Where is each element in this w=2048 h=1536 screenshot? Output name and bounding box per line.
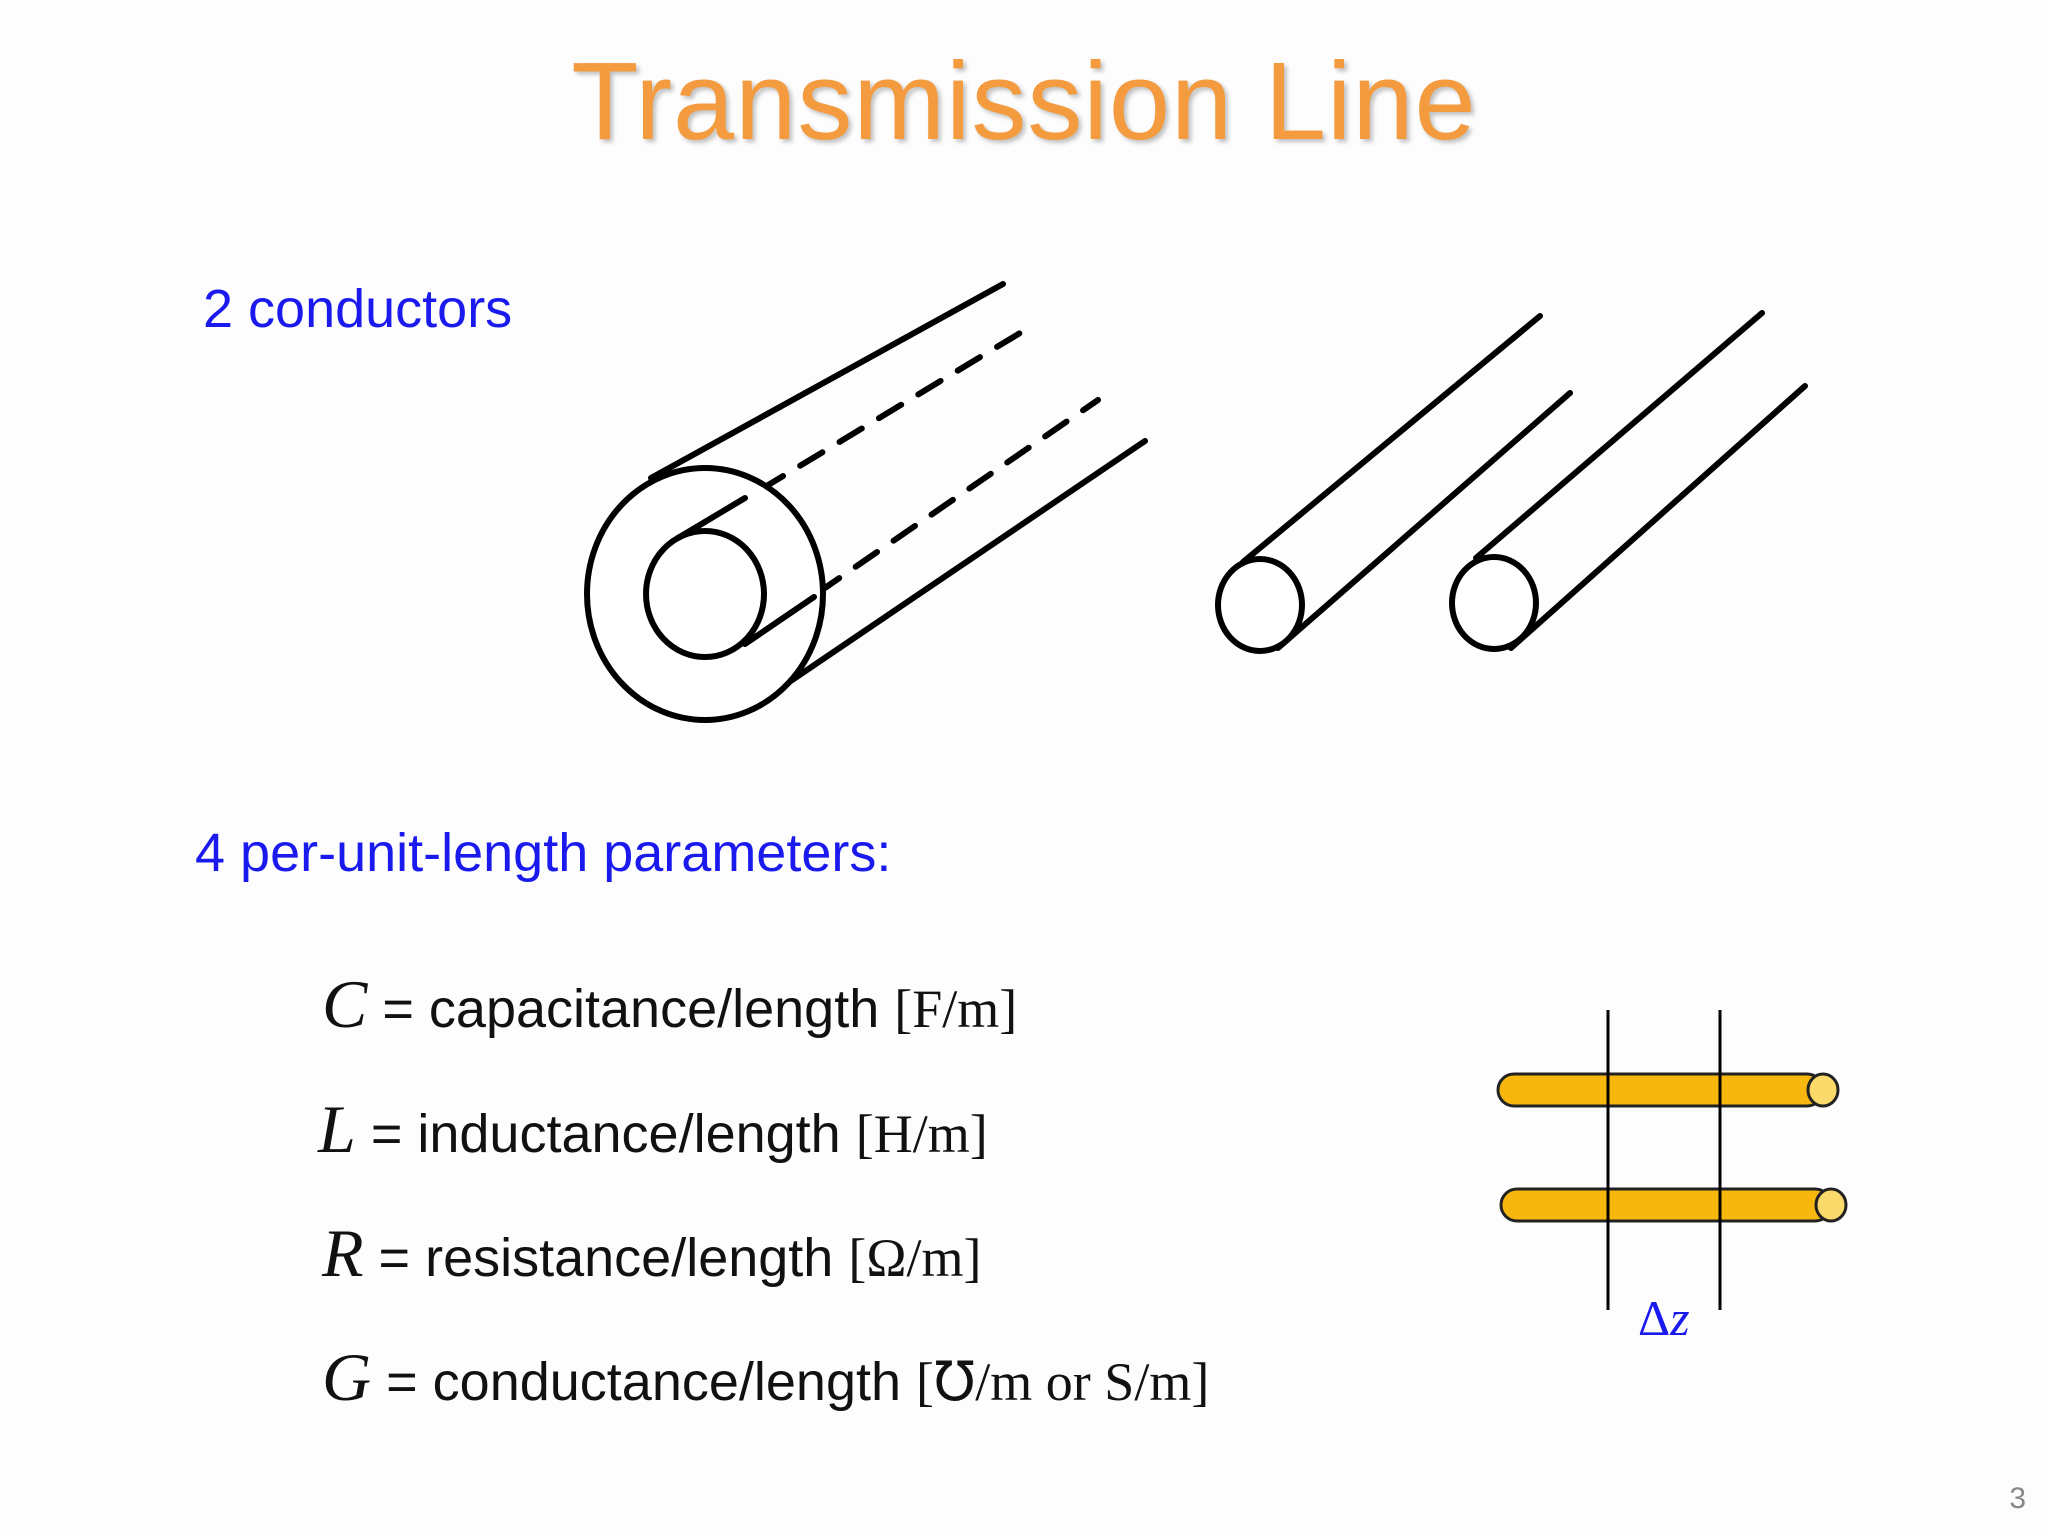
coaxial-cable-drawing [584,281,1148,723]
wire-end-cap [1806,1072,1840,1108]
slide-title: Transmission Line [571,40,1477,163]
coax-outer-conductor-end [584,465,826,723]
delta-symbol: Δ [1638,1290,1670,1346]
param-eq: = [367,979,429,1039]
delta-z-label: Δz [1638,1290,1690,1346]
coax-outer-bottom-edge [770,438,1148,696]
param-eq: = [355,1104,418,1164]
wire-1-bottom-edge [1275,390,1573,651]
segment-diagram: Δz [1496,1010,1848,1346]
page-number: 3 [2009,1482,2026,1515]
coax-outer-top-edge [648,281,1006,481]
wire-body [1499,1187,1833,1223]
param-unit: [H/m] [855,1104,988,1164]
wire-body [1496,1072,1825,1108]
yellow-wire-bottom [1499,1187,1848,1223]
param-desc: conductance/length [432,1352,902,1412]
param-unit: [℧/m or S/m] [916,1352,1210,1412]
conductors-heading: 2 conductors [203,279,513,339]
param-inductance: L = inductance/length [H/m] [318,1090,988,1169]
param-symbol: G [322,1339,372,1415]
param-desc: resistance/length [425,1228,834,1288]
coax-inner-bottom-edge [742,594,817,647]
param-conductance: G = conductance/length [℧/m or S/m] [322,1338,1209,1417]
param-symbol: R [322,1215,364,1291]
z-variable: z [1669,1290,1689,1346]
param-desc: inductance/length [417,1104,841,1164]
param-eq: = [371,1352,433,1412]
wire-1-end [1215,556,1305,654]
wire-2-top-edge [1473,310,1765,561]
param-unit: [Ω/m] [848,1228,982,1288]
param-eq: = [363,1228,426,1288]
param-unit: [F/m] [894,979,1018,1039]
yellow-wire-top [1496,1072,1840,1108]
param-symbol: L [318,1091,356,1167]
wire-1-top-edge [1240,313,1543,565]
param-resistance: R = resistance/length [Ω/m] [322,1214,981,1293]
param-desc: capacitance/length [428,979,880,1039]
param-symbol: C [322,966,368,1042]
wire-2-end [1449,554,1539,652]
wire-end-cap [1814,1187,1848,1223]
parameters-heading: 4 per-unit-length parameters: [195,823,892,883]
coax-inner-top-edge [675,495,748,541]
wire-2-bottom-edge [1508,383,1808,651]
coax-inner-conductor-end [643,528,767,660]
two-wire-line-drawing [1215,310,1808,654]
param-capacitance: C = capacitance/length [F/m] [322,965,1017,1044]
